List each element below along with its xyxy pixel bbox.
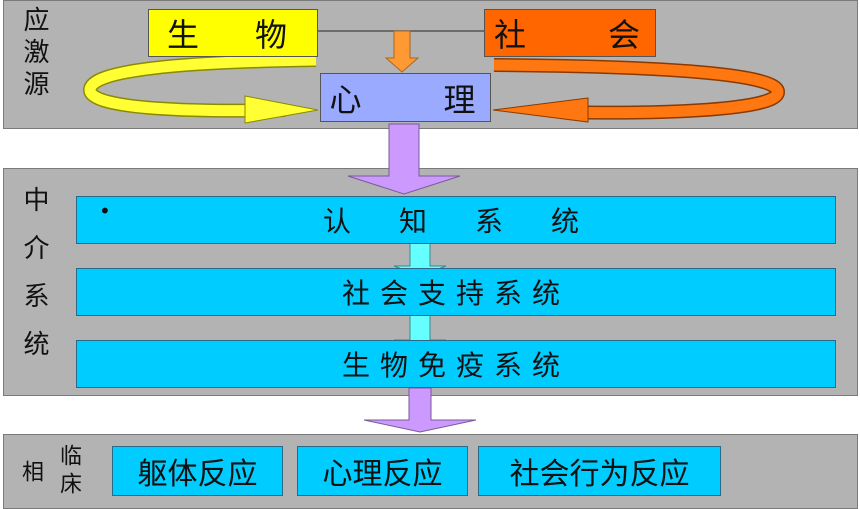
social-support-system-bar: 社会支持系统 [76,268,836,316]
stressor-section-label: 应激源 [19,6,49,102]
social-box: 社 会 [484,9,656,57]
system-label: 认 知 系 统 [322,205,589,238]
system-label: 生物免疫系统 [341,349,570,382]
somatic-response-box: 躯体反应 [112,446,283,496]
system-label: 社会支持系统 [341,277,570,310]
psychological-box: 心 理 [320,73,491,122]
bullet-point: • [99,199,121,223]
yellow-curved-arrow-icon [84,54,317,117]
cognitive-system-bar: • 认 知 系 统 [76,196,836,244]
clinical-section-label-line2: 相 [18,460,43,488]
purple-down-arrow-icon [363,387,477,433]
mediator-section-label: 中介系统 [19,186,49,378]
biological-box: 生 物 [148,9,318,57]
clinical-section-label-line1: 临床 [56,444,81,500]
orange-curved-arrow-icon [493,59,784,119]
purple-down-arrow-icon [347,123,461,195]
psychological-response-box: 心理反应 [297,446,468,496]
orange-down-arrow-icon [384,30,420,73]
social-behavior-response-box: 社会行为反应 [478,446,721,496]
orange-arrowhead-icon [492,97,589,123]
yellow-arrowhead-icon [244,95,319,124]
biological-immune-system-bar: 生物免疫系统 [76,340,836,388]
